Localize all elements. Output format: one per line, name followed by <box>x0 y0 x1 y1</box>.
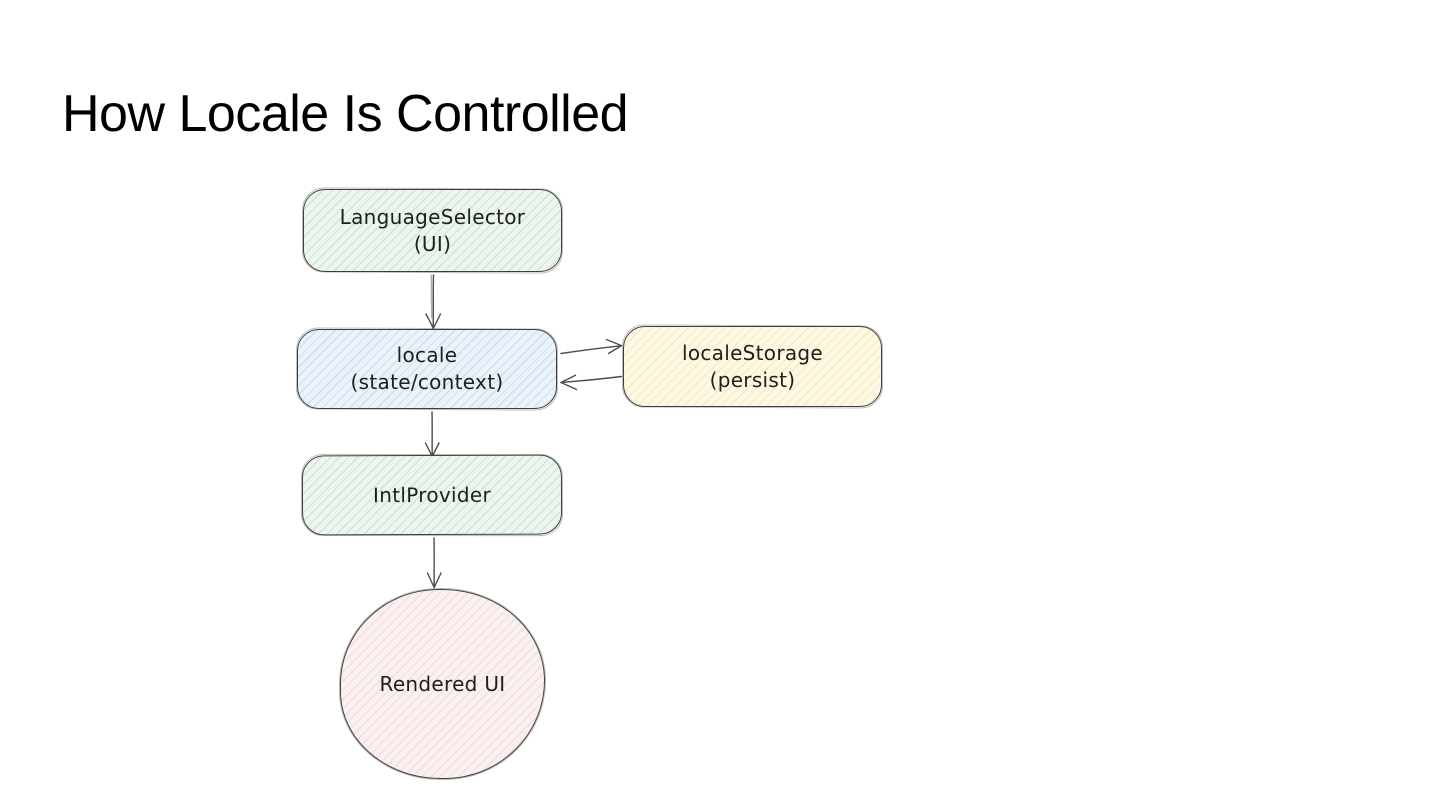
node-label-line: localeStorage <box>681 340 824 365</box>
node-label-line: (state/context) <box>350 370 504 394</box>
node-rendered-ui: Rendered UI <box>340 589 545 779</box>
node-label-line: (persist) <box>709 367 796 392</box>
node-label-line: IntlProvider <box>372 482 491 507</box>
node-intl-provider: IntlProvider <box>301 454 563 536</box>
node-label-line: (UI) <box>413 231 452 256</box>
edge-language-selector-to-locale <box>425 274 442 330</box>
node-label-line: Rendered UI <box>379 671 506 696</box>
edge-locale-storage-to-locale <box>560 374 623 391</box>
edge-locale-to-locale-storage <box>560 338 623 355</box>
edge-locale-to-intl-provider <box>424 411 440 458</box>
node-label-line: LanguageSelector <box>339 204 526 229</box>
node-language-selector: LanguageSelector (UI) <box>303 189 562 272</box>
page-title: How Locale Is Controlled <box>62 85 629 143</box>
node-locale-storage: localeStorage (persist) <box>623 326 882 407</box>
edge-intl-provider-to-rendered-ui <box>426 537 442 589</box>
node-locale-state: locale (state/context) <box>297 329 557 409</box>
node-label-line: locale <box>396 343 458 367</box>
